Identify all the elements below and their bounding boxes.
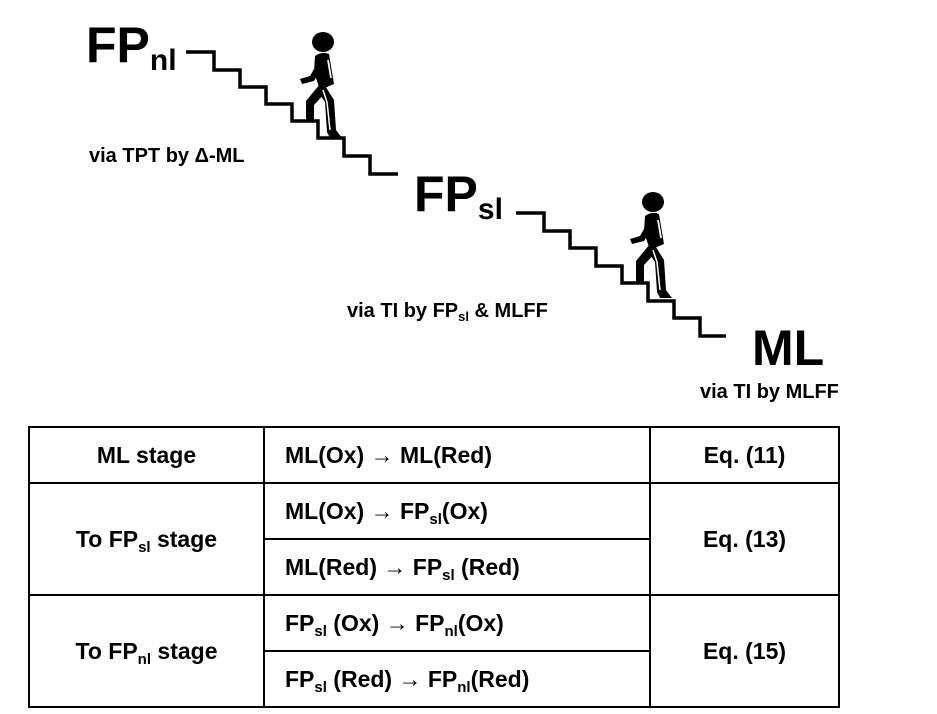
method-text: & MLFF [469, 300, 548, 322]
middle-method-label: via TI by FPsl & MLFF [347, 300, 548, 324]
level-main-text: FP [414, 166, 478, 222]
table-row: ML(Red) → FPsl (Red) [29, 538, 839, 596]
species-to: ML(Red) [400, 441, 492, 468]
ml-label: ML [752, 320, 824, 376]
species-state: (Red) [454, 553, 520, 580]
equation-cell: Eq. (15) [649, 594, 840, 708]
arrow: → [370, 497, 394, 524]
fp-sl-label: FPsl [414, 166, 503, 226]
species-to: FP [400, 497, 430, 524]
species-from: ML(Red) [285, 553, 377, 580]
species-from: FP [285, 609, 315, 636]
equation-cell: Eq. (11) [649, 426, 840, 484]
equation-ref: Eq. (11) [703, 441, 786, 468]
table-row: ML stage ML(Ox) → ML(Red) Eq. (11) [28, 426, 840, 484]
species-from: ML(Ox) [285, 497, 365, 524]
species-to: FP [427, 665, 458, 692]
equation-ref: Eq. (13) [702, 525, 787, 552]
upper-staircase [186, 50, 398, 176]
species-sub: sl [442, 566, 455, 584]
arrow: → [370, 441, 394, 468]
species-to: FP [415, 609, 445, 636]
lower-staircase [516, 211, 726, 338]
transition-cell: ML(Red) → FPsl (Red) [263, 538, 651, 596]
stage-cell: To FPnl stage [28, 594, 265, 708]
lower-method-label: via TI by MLFF [700, 381, 839, 403]
transition-cell: ML(Ox) → FPsl(Ox) [263, 482, 651, 540]
walking-person-icon [300, 32, 342, 138]
level-main-text: FP [86, 17, 150, 73]
transition-cell: ML(Ox) → ML(Red) [263, 426, 651, 484]
staircase-diagram: FPnl FPsl ML via TPT by Δ-ML via TI by F… [86, 17, 839, 403]
stage-text: To FP [75, 637, 138, 664]
species-state: (Red) [326, 665, 393, 692]
level-sub-text: nl [150, 44, 177, 77]
stage-table: ML stage ML(Ox) → ML(Red) Eq. (11) To FP… [28, 426, 840, 708]
level-sub-text: sl [478, 193, 503, 226]
stage-text: stage [151, 637, 218, 664]
table-row: To FPsl stage ML(Ox) → FPsl(Ox) Eq. (13) [28, 482, 840, 596]
species-state: (Ox) [326, 609, 380, 636]
transition-cell: FPsl (Ox) → FPnl(Ox) [263, 594, 651, 652]
fp-nl-label: FPnl [86, 17, 177, 77]
stage-sub: sl [138, 538, 151, 556]
upper-method-label: via TPT by Δ-ML [89, 145, 245, 167]
stage-sub: nl [137, 650, 152, 668]
stage-text: stage [150, 525, 218, 552]
arrow: → [383, 553, 407, 580]
species-state: (Ox) [441, 497, 488, 524]
species-sub: sl [429, 510, 442, 528]
species-state: (Red) [470, 665, 530, 692]
table-row: To FPnl stage FPsl (Ox) → FPnl(Ox) Eq. (… [28, 594, 840, 708]
stage-cell: ML stage [28, 426, 265, 484]
equation-ref: Eq. (15) [702, 637, 787, 664]
species-sub: nl [457, 678, 471, 696]
species-state: (Ox) [457, 609, 504, 636]
species-sub: sl [314, 622, 327, 640]
species-sub: sl [314, 678, 327, 696]
walking-person-icon [630, 192, 672, 298]
stage-cell: To FPsl stage [28, 482, 265, 596]
species-from: FP [285, 665, 315, 692]
species-to: FP [412, 553, 443, 580]
arrow: → [398, 665, 422, 692]
table-row: FPsl (Red) → FPnl(Red) [29, 650, 839, 708]
transition-cell: FPsl (Red) → FPnl(Red) [263, 650, 651, 708]
method-text: via TI by FP [347, 300, 458, 322]
equation-cell: Eq. (13) [649, 482, 840, 596]
species-from: ML(Ox) [285, 441, 365, 468]
stage-text: ML stage [96, 441, 197, 468]
arrow: → [385, 609, 409, 636]
species-sub: nl [444, 622, 458, 640]
method-sub-text: sl [458, 309, 469, 324]
stage-text: To FP [75, 525, 139, 552]
